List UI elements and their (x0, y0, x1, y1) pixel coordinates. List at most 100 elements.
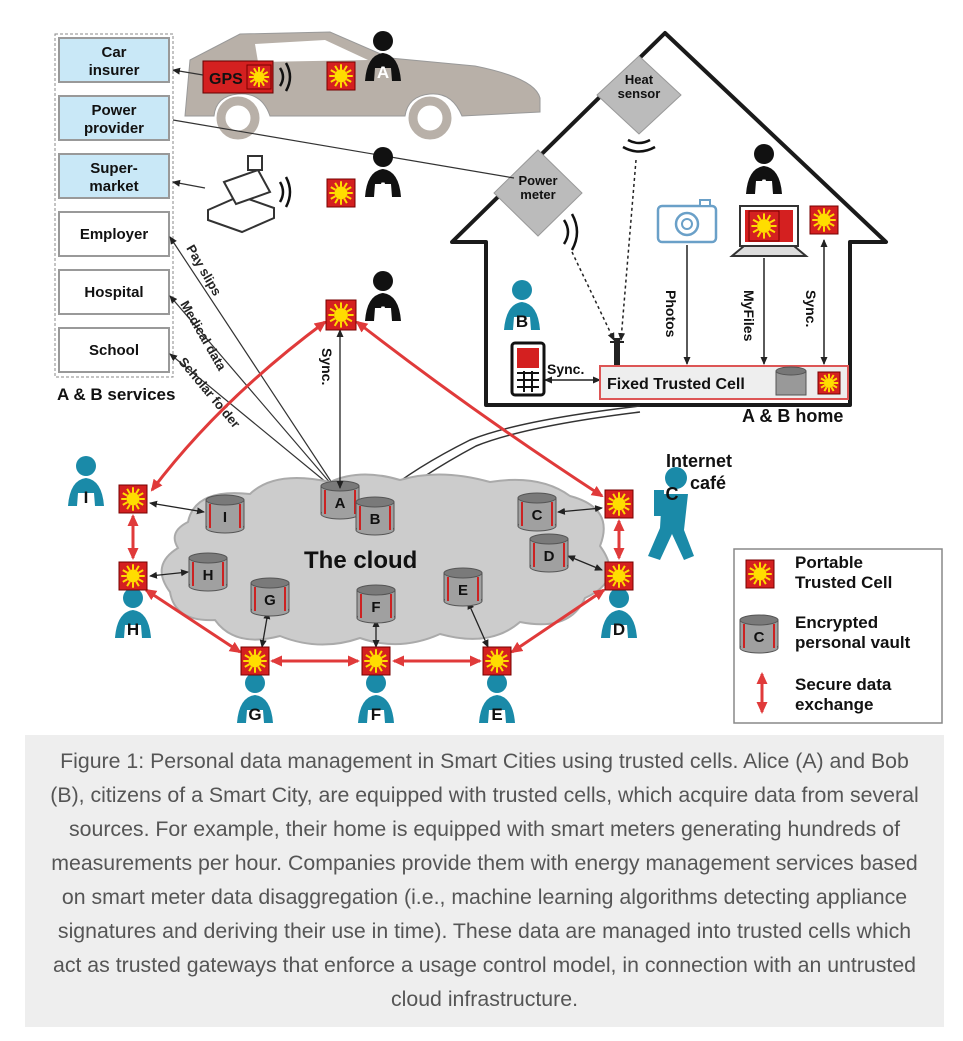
home-caption: A & B home (742, 406, 843, 426)
signal-icon (278, 176, 292, 208)
service-label: Super-market (89, 160, 138, 195)
home-link-label: Sync. (803, 290, 819, 327)
person-letter: I (84, 488, 89, 507)
service-hospital: Hospital (58, 269, 170, 315)
person-letter: A (377, 63, 389, 82)
signal-icon (622, 138, 656, 153)
vault-link (149, 500, 205, 515)
portable-trusted-cell-icon (246, 64, 272, 90)
portable-trusted-cell-icon (118, 484, 148, 514)
figure-caption: Figure 1: Personal data management in Sm… (25, 735, 944, 1027)
person-b-home: B (504, 280, 540, 331)
person-letter: F (371, 705, 381, 724)
home-link-label: Photos (663, 290, 679, 338)
portable-trusted-cell-icon (817, 371, 841, 395)
fixed-cell-label: Fixed Trusted Cell (607, 376, 745, 393)
service-links (169, 67, 515, 493)
vault-link (259, 611, 271, 648)
person-letter: A (377, 179, 389, 198)
person-a-center: A (365, 271, 401, 322)
encrypted-vault-f: F (356, 584, 396, 624)
encrypted-vault-g: G (250, 577, 290, 617)
vault-icon (775, 366, 807, 396)
center-sync-label: Sync. (319, 348, 335, 385)
phone-icon (510, 341, 546, 397)
vault-letter: A (335, 495, 346, 512)
encrypted-vault-i: I (205, 494, 245, 534)
portable-trusted-cell-icon (604, 561, 634, 591)
person-g: G (237, 673, 273, 724)
person-d: D (601, 588, 637, 639)
portable-trusted-cell-icon (482, 646, 512, 676)
vault-letter: I (223, 509, 227, 526)
person-a-home: A (746, 144, 782, 195)
service-employer: Employer (58, 211, 170, 257)
person-e: E (479, 673, 515, 724)
person-letter: H (127, 620, 139, 639)
gps-label: GPS (209, 71, 243, 88)
person-a-market: A (365, 147, 401, 198)
vault-letter: G (264, 592, 276, 609)
fixed-trusted-cell: Fixed Trusted Cell (599, 365, 849, 400)
encrypted-vault-e: E (443, 567, 483, 607)
portable-trusted-cell-icon (745, 559, 775, 589)
secure-exchange-arrow (144, 588, 242, 654)
encrypted-vault-d: D (529, 533, 569, 573)
encrypted-vault-b: B (355, 496, 395, 536)
vault-link (567, 555, 603, 571)
person-i: I (68, 456, 104, 507)
portable-trusted-cell-icon (240, 646, 270, 676)
service-school: School (58, 327, 170, 373)
portable-trusted-cell-icon (604, 489, 634, 519)
flow-label: Scholar folder (176, 354, 244, 431)
service-label: School (89, 342, 139, 359)
person-letter: C (666, 484, 679, 504)
person-a-car: A (365, 31, 401, 82)
portable-trusted-cell-icon (326, 61, 356, 91)
portable-trusted-cell-icon (748, 210, 780, 242)
portable-trusted-cell-icon (809, 205, 839, 235)
person-h: H (115, 588, 151, 639)
camera-icon (656, 199, 718, 244)
encrypted-vault-c: C (517, 492, 557, 532)
vault-letter: E (458, 582, 468, 599)
vault-link (149, 569, 189, 579)
car (184, 31, 541, 140)
secure-exchange-arrow (510, 588, 606, 654)
person-letter: A (758, 176, 770, 195)
person-letter: D (613, 620, 625, 639)
portable-trusted-cell-icon (325, 299, 357, 331)
encrypted-vault-h: H (188, 552, 228, 592)
phone-sync-label: Sync. (547, 361, 584, 377)
vault-letter: C (754, 629, 765, 646)
home-link-label: MyFiles (741, 290, 757, 342)
cash-register-icon (207, 155, 275, 234)
vault-link (557, 505, 603, 515)
person-letter: G (248, 705, 261, 724)
services-footer: A & B services (57, 385, 175, 404)
vault-letter: H (203, 567, 214, 584)
center-sync: Sync. (319, 329, 344, 489)
encrypted-vault-c: C (739, 614, 779, 654)
person-letter: E (491, 705, 502, 724)
signal-icon (278, 62, 292, 92)
vault-letter: D (544, 548, 555, 565)
portable-trusted-cell-icon (361, 646, 391, 676)
vault-link (467, 601, 489, 648)
home-links (544, 159, 828, 384)
